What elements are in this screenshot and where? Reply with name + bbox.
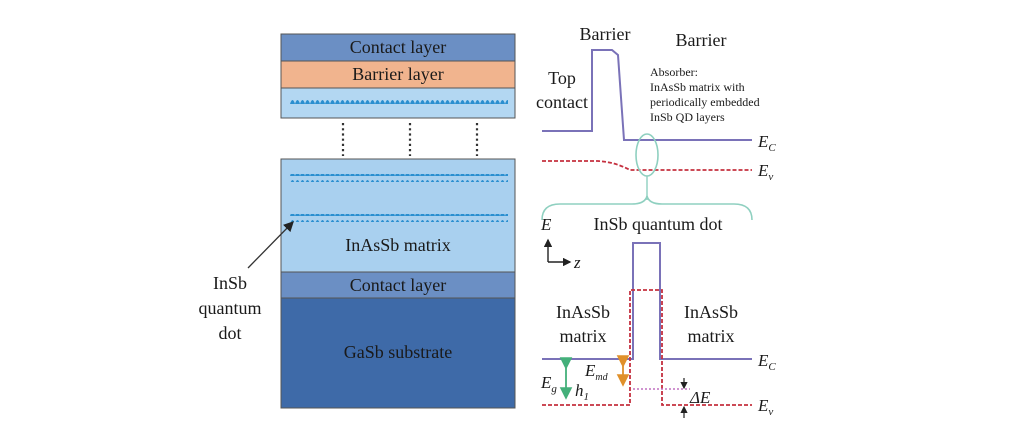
delta-e-label: ΔE xyxy=(689,388,711,407)
qd-callout-line-1: InSb xyxy=(213,273,247,293)
qd-callout-line-2: quantum xyxy=(199,298,262,318)
barrier-label-left: Barrier xyxy=(580,24,631,44)
h1-label: h1 xyxy=(575,381,589,403)
lower-qd-row-2 xyxy=(290,214,508,222)
matrix-left-2: matrix xyxy=(560,326,607,346)
emd-label: Emd xyxy=(584,361,609,383)
zoom-bracket xyxy=(541,195,753,221)
eg-label: Eg xyxy=(540,373,557,395)
band-diagram-bottom: InSb quantum dot E z InAsSb matrix InAsS… xyxy=(540,214,776,418)
band-diagram-top: Barrier Barrier Top contact Absorber: In… xyxy=(536,24,776,221)
substrate-layer xyxy=(280,297,516,409)
qd-callout-line-3: dot xyxy=(218,323,241,343)
ec-label-bottom: EC xyxy=(757,351,776,373)
top-contact-line-2: contact xyxy=(536,92,588,112)
matrix-label: InAsSb matrix xyxy=(345,235,451,255)
barrier-layer xyxy=(280,60,516,89)
matrix-right-2: matrix xyxy=(688,326,735,346)
ev-label-bottom: Ev xyxy=(757,396,773,418)
qd-title: InSb quantum dot xyxy=(594,214,723,234)
upper-qd-row xyxy=(290,98,508,106)
bottom-contact-label: Contact layer xyxy=(350,275,446,295)
absorber-note-4: InSb QD layers xyxy=(650,110,725,124)
ev-line-top xyxy=(542,160,752,171)
layer-stack: Contact layer Barrier layer InAsSb matri… xyxy=(199,33,516,409)
qd-callout-arrow xyxy=(247,221,294,269)
ev-label-top: Ev xyxy=(757,161,773,183)
top-contact-label: Contact layer xyxy=(350,37,446,57)
substrate-label: GaSb substrate xyxy=(344,342,452,362)
ev-line-bottom xyxy=(542,289,752,406)
top-contact-layer xyxy=(280,33,516,62)
ec-label-top: EC xyxy=(757,132,776,154)
lower-qd-row-1 xyxy=(290,174,508,182)
barrier-label-right: Barrier xyxy=(676,30,727,50)
barrier-layer-label: Barrier layer xyxy=(352,64,443,84)
absorber-note-3: periodically embedded xyxy=(650,95,760,109)
absorber-note-2: InAsSb matrix with xyxy=(650,80,745,94)
axis-z-label: z xyxy=(573,253,581,272)
top-contact-line-1: Top xyxy=(548,68,576,88)
absorber-note-1: Absorber: xyxy=(650,65,698,79)
continuation-dots xyxy=(341,123,479,156)
ec-line-top xyxy=(542,49,752,141)
matrix-right-1: InAsSb xyxy=(684,302,738,322)
axis-e-label: E xyxy=(540,215,552,234)
matrix-left-1: InAsSb xyxy=(556,302,610,322)
